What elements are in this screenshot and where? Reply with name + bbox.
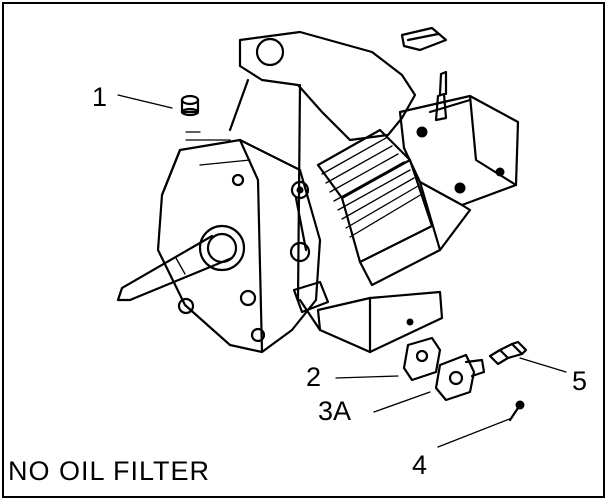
head-bolt [496,168,504,176]
callout-5: 5 [572,366,587,396]
engine-base [318,292,442,352]
mounting-boss [233,175,243,185]
part-4-screw [510,401,524,420]
fuel-cap-ridge [408,34,438,40]
crankshaft-keyway [176,258,185,274]
crankcase-edge [162,150,180,195]
part-3a-flange [436,355,484,400]
crankcase-rib [200,160,250,165]
part-2-bracket [404,338,440,380]
callout-2: 2 [306,362,321,392]
cylinder-fins [318,130,432,262]
housing-rear-edge [230,80,248,130]
callout-4: 4 [412,450,427,480]
cylinder-block [360,205,470,285]
leader-1 [118,95,172,108]
diagram-caption: NO OIL FILTER [8,456,210,487]
leader-5 [520,358,566,372]
callout-1: 1 [92,82,107,112]
leader-2 [336,376,398,378]
leader-lines [118,95,566,447]
callout-3a: 3A [318,396,351,426]
base-bolt [407,319,413,325]
head-bolt [455,183,465,193]
oil-fill-boss [291,243,309,261]
breather-line [186,132,230,140]
head-bolt [417,127,427,137]
crankshaft-seal-outer [200,226,244,270]
spark-plug-tip [440,72,446,94]
part-5-fitting [490,342,526,364]
leader-3a [374,392,430,412]
part-1-plug [182,96,198,115]
dipstick-port-center [297,187,303,193]
upper-housing [240,32,415,140]
housing-mount-hole [257,39,283,65]
mounting-boss [241,291,255,305]
crankcase [158,140,320,352]
spark-plug [436,94,446,120]
engine-assembly [118,28,518,352]
leader-4 [438,418,512,447]
